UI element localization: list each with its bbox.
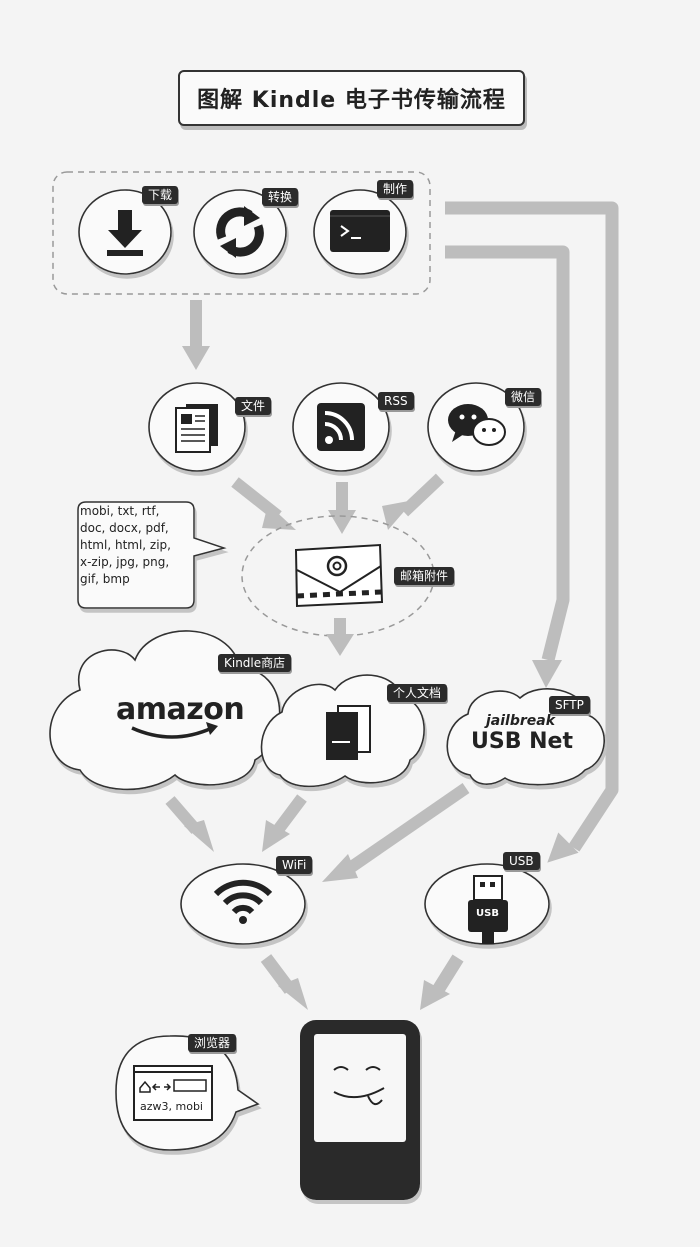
arrow-file-to-email <box>231 477 296 530</box>
label-rss: RSS <box>378 392 414 410</box>
label-browser: 浏览器 <box>188 1034 237 1052</box>
wechat-bubble[interactable] <box>427 382 525 472</box>
arrow-amazon-to-wifi <box>165 796 214 852</box>
label-usb: USB <box>503 852 540 870</box>
formats-list: mobi, txt, rtf, doc, docx, pdf, html, ht… <box>80 503 192 588</box>
rss-bubble[interactable] <box>292 382 390 472</box>
label-personal-docs: 个人文档 <box>387 684 448 702</box>
formats-callout <box>77 501 227 609</box>
arrow-rss-to-email <box>328 482 356 534</box>
email-at-icon[interactable] <box>294 543 384 608</box>
amazon-smile-icon <box>131 722 218 739</box>
formats-line: html, html, zip, <box>80 538 171 552</box>
page-title: 图解 Kindle 电子书传输流程 <box>178 70 525 126</box>
formats-line: gif, bmp <box>80 572 130 586</box>
rss-icon <box>317 403 365 451</box>
make-bubble[interactable] <box>313 189 407 275</box>
arrow-wechat-to-email <box>382 473 445 530</box>
wechat-icon <box>448 404 506 446</box>
arrow-make-to-usb <box>445 201 619 863</box>
file-bubble[interactable] <box>148 382 246 472</box>
browser-formats-text: azw3, mobi <box>140 1100 203 1113</box>
browser-window-icon <box>133 1065 213 1121</box>
label-kindle-store: Kindle商店 <box>218 654 292 672</box>
document-icon <box>175 404 218 453</box>
label-convert: 转换 <box>262 188 299 206</box>
kindle-device-icon[interactable] <box>300 1020 420 1200</box>
label-wechat: 微信 <box>505 388 542 406</box>
usb-plug-text: USB <box>476 908 499 919</box>
arrow-usb-to-kindle <box>420 954 464 1010</box>
amazon-logo: amazon <box>116 692 245 727</box>
download-icon <box>107 210 143 256</box>
convert-bubble[interactable] <box>193 189 287 275</box>
label-email: 邮箱附件 <box>394 567 455 585</box>
formats-line: doc, docx, pdf, <box>80 521 169 535</box>
kindle-face <box>333 1066 385 1106</box>
label-wifi: WiFi <box>276 856 313 874</box>
browser-callout[interactable] <box>115 1035 260 1151</box>
arrow-group-to-file <box>182 300 210 370</box>
label-make: 制作 <box>377 180 414 198</box>
terminal-icon <box>330 210 390 252</box>
usb-plug-icon <box>468 875 508 944</box>
formats-line: mobi, txt, rtf, <box>80 504 160 518</box>
formats-line: x-zip, jpg, png, <box>80 555 170 569</box>
usbnet-text: USB Net <box>471 729 573 754</box>
jailbreak-text: jailbreak <box>486 713 556 729</box>
label-sftp: SFTP <box>549 696 590 714</box>
wifi-icon <box>213 879 273 924</box>
arrow-usbnet-to-wifi <box>322 783 470 882</box>
wifi-bubble[interactable] <box>180 863 306 945</box>
arrow-make-to-usbnet <box>445 245 570 688</box>
tools-group-frame <box>52 171 431 295</box>
label-download: 下载 <box>142 186 179 204</box>
books-icon <box>326 705 371 760</box>
sync-icon <box>216 206 264 258</box>
download-bubble[interactable] <box>78 189 172 275</box>
label-file: 文件 <box>235 397 272 415</box>
arrow-wifi-to-kindle <box>260 954 308 1010</box>
arrow-docs-to-wifi <box>262 794 307 852</box>
usb-bubble[interactable] <box>424 863 550 945</box>
arrow-email-to-docs <box>326 618 354 656</box>
